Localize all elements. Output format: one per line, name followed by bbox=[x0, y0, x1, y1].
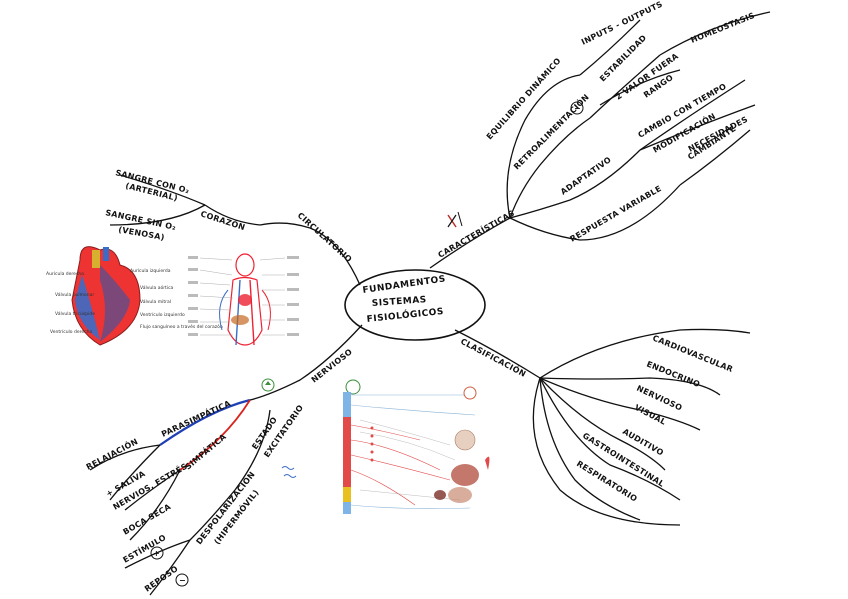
center-title-line2: SISTEMAS bbox=[372, 295, 428, 309]
heart-label-aur-der: Aurícula derecha bbox=[46, 270, 84, 277]
circulatorio-label: CIRCULATORIO bbox=[296, 211, 354, 264]
nervioso-branch: NERVIOSO PARASIMPÁTICA RELAJACIÓN + SALI… bbox=[84, 324, 363, 596]
reposo-minus-icon bbox=[175, 573, 189, 587]
heart-label-aur-izq: Aurícula izquierda bbox=[130, 267, 171, 274]
plus-symbol: + bbox=[153, 549, 160, 558]
heart-label-flujo: Flujo sanguíneo a través del corazón bbox=[140, 323, 223, 330]
clasificacion-label: CLASIFICACIÓN bbox=[459, 335, 528, 379]
x-mark-icon bbox=[447, 211, 463, 228]
circulation-body-diagram bbox=[188, 253, 299, 346]
class-item-3: VISUAL bbox=[633, 403, 667, 427]
heart-diagram: Aurícula derecha Aurícula izquierda Válv… bbox=[46, 246, 223, 346]
heart-label-valv-pul: Válvula pulmonar bbox=[55, 291, 94, 298]
reposo-label: REPOSO bbox=[143, 564, 180, 594]
corazon-label: CORAZÓN bbox=[199, 207, 247, 232]
plus-circle-icon bbox=[150, 546, 164, 560]
heart-label-valv-tri: Válvula tricúspide bbox=[55, 310, 95, 317]
heart-label-vent-der: Ventrículo derecho bbox=[50, 328, 92, 335]
clasificacion-branch: CLASIFICACIÓN CARDIOVASCULAR ENDOCRINO N… bbox=[454, 328, 751, 526]
characteristics-branch: CARACTERÍSTICAS EQUILIBRIO DINÁMICO INPU… bbox=[429, 0, 771, 269]
center-title-line1: FUNDAMENTOS bbox=[362, 274, 446, 296]
minus-circle-icon bbox=[570, 101, 584, 115]
heart-label-valv-aor: Válvula aórtica bbox=[140, 284, 174, 291]
simpatica-label: SIMPÁTICA bbox=[182, 430, 228, 471]
inputs-outputs-label: INPUTS - OUTPUTS bbox=[580, 0, 664, 47]
class-item-1: ENDOCRINO bbox=[645, 360, 701, 390]
reposo-minus-symbol: − bbox=[179, 576, 186, 585]
center-node: FUNDAMENTOS SISTEMAS FISIOLÓGICOS bbox=[344, 269, 486, 341]
nervous-system-diagram bbox=[343, 379, 490, 514]
circulatorio-branch: CIRCULATORIO CORAZÓN SANGRE CON O₂ (ARTE… bbox=[105, 168, 361, 286]
nervioso-label: NERVIOSO bbox=[310, 347, 354, 384]
center-ellipse bbox=[344, 269, 486, 341]
wave-marks bbox=[281, 466, 297, 478]
recycle-icon bbox=[261, 378, 275, 392]
characteristics-label: CARACTERÍSTICAS bbox=[436, 207, 517, 260]
homeostasis-label: HOMEOSTASIS bbox=[689, 11, 756, 45]
heart-label-vent-izq: Ventrículo izquierdo bbox=[140, 311, 185, 318]
relajacion-label: RELAJACIÓN bbox=[84, 435, 140, 472]
heart-label-valv-mit: Válvula mitral bbox=[140, 298, 171, 305]
minus-symbol: − bbox=[574, 104, 581, 113]
adaptativo-label: ADAPTATIVO bbox=[559, 155, 613, 197]
